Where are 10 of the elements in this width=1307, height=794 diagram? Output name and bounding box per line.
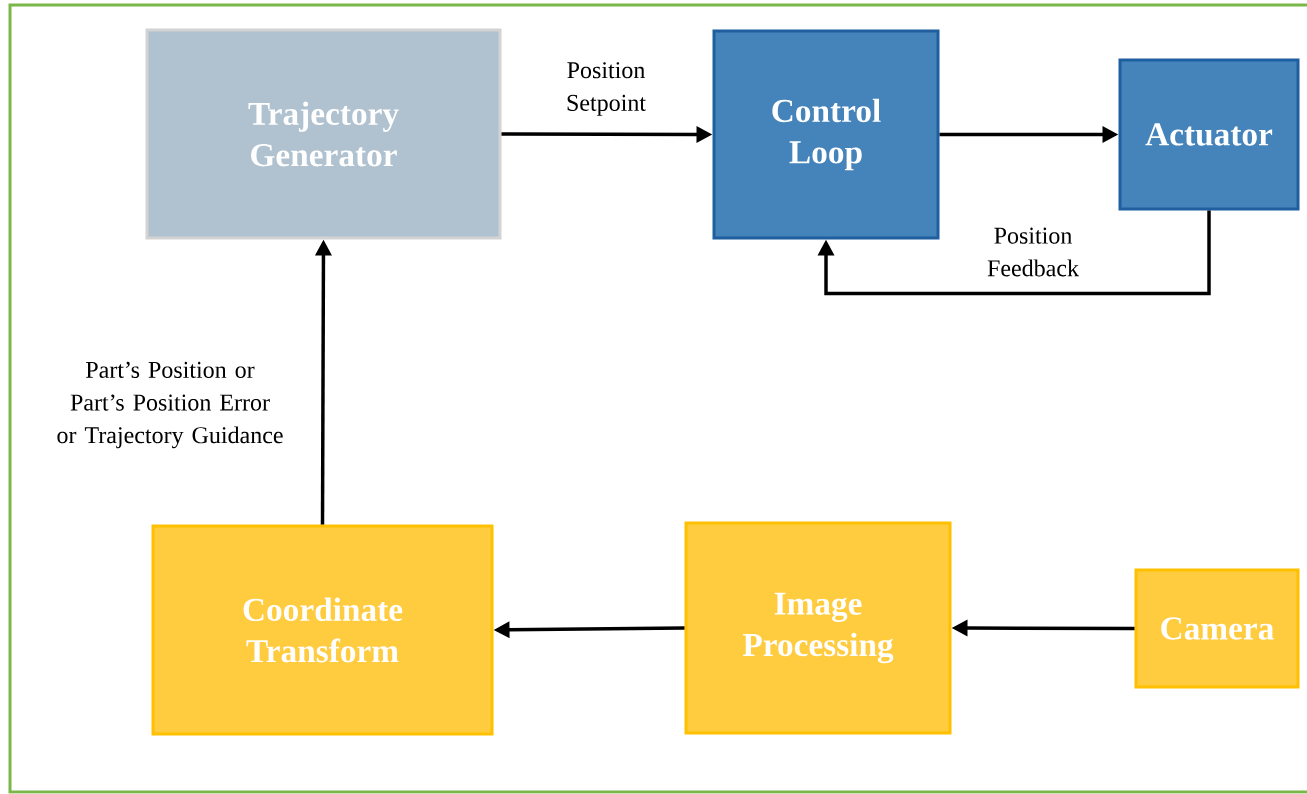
process-box: Camera — [1134, 568, 1300, 689]
edge-label: Part’s Position or Part’s Position Error or Trajectory Guidance — [37, 360, 303, 450]
process-box: Actuator — [1118, 58, 1300, 211]
process-box: Control Loop — [712, 29, 940, 240]
edge-label: Position Setpoint — [554, 60, 658, 118]
process-box: Image Processing — [684, 521, 952, 735]
arrow — [817, 210, 1211, 296]
process-box: Trajectory Generator — [145, 28, 502, 240]
edge-label: Position Feedback — [972, 226, 1094, 278]
process-box: Coordinate Transform — [151, 524, 494, 736]
